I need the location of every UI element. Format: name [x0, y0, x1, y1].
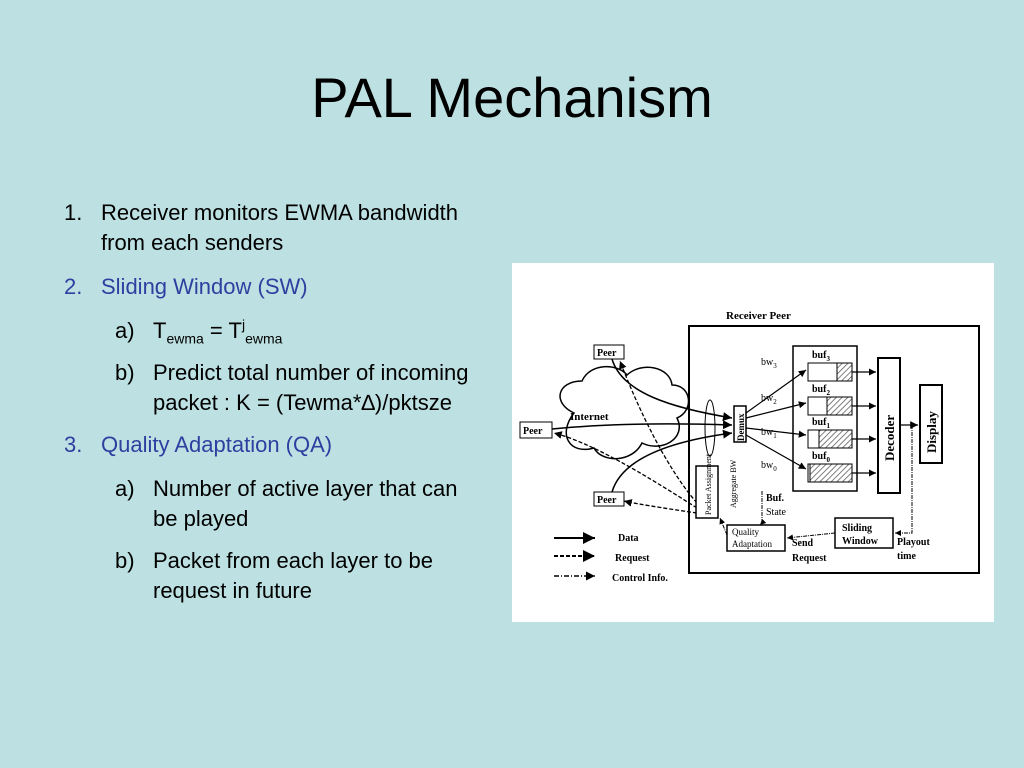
list-number: 1.: [64, 200, 83, 225]
pal-architecture-diagram: Receiver Peer Internet Peer Peer Peer De…: [512, 263, 994, 622]
playout-label-2: time: [897, 551, 916, 562]
bw-labels: bw3 bw2 bw1 bw0: [761, 357, 777, 473]
sub-letter: b): [115, 360, 135, 385]
peer-bottom-box: [593, 491, 625, 507]
display-label: Display: [924, 411, 939, 453]
list-item-1: 1. Receiver monitors EWMA bandwidth from…: [64, 198, 484, 258]
list-text: Receiver monitors EWMA bandwidth from ea…: [101, 200, 459, 255]
svg-text:bw1: bw1: [761, 427, 777, 440]
slide-title: PAL Mechanism: [311, 66, 713, 129]
svg-text:buf1: buf1: [812, 417, 830, 430]
legend: Data Request Control Info.: [554, 532, 668, 584]
quality-adaptation-label-1: Quality: [732, 527, 759, 537]
svg-text:bw0: bw0: [761, 460, 777, 473]
peer-left-box: [519, 421, 553, 439]
receiver-peer-label: Receiver Peer: [726, 310, 791, 322]
internet-cloud: [559, 366, 690, 460]
quality-adaptation-box: [726, 524, 786, 552]
packet-assignment-box: [695, 465, 719, 519]
buffers: buf3 buf2 buf1 buf0: [807, 350, 853, 483]
svg-text:buf3: buf3: [812, 350, 830, 363]
svg-text:bw3: bw3: [761, 357, 777, 370]
sub-item-qa-a: a) Number of active layer that can be pl…: [64, 474, 484, 534]
buf-state-label-1: Buf.: [766, 493, 785, 504]
peer-bottom-label: Peer: [597, 495, 617, 506]
sliding-window-label-1: Sliding: [842, 523, 872, 534]
legend-control-label: Control Info.: [612, 573, 668, 584]
peer-top-box: [593, 344, 625, 360]
peer-top-label: Peer: [597, 348, 617, 359]
list-number: 2.: [64, 274, 83, 299]
sub-text: Predict total number of incoming packet …: [153, 360, 469, 415]
demux-label: Demux: [736, 413, 746, 441]
demux-box: [733, 405, 747, 443]
peer-left-label: Peer: [523, 426, 543, 437]
internet-label: Internet: [570, 411, 609, 423]
packet-assignment-label: Packet Assignment: [704, 453, 713, 515]
list-text: Sliding Window (SW): [101, 274, 308, 299]
bw-arrows: [745, 369, 807, 470]
display-box: [919, 384, 943, 464]
legend-data-label: Data: [618, 533, 639, 544]
sub-letter: b): [115, 548, 135, 573]
sub-text: Packet from each layer to be request in …: [153, 548, 434, 603]
buffer-to-decoder-arrows: [852, 368, 876, 477]
decoder-label: Decoder: [882, 415, 897, 461]
sub-item-sw-a: a) Tewma = Tjewma: [64, 316, 484, 346]
data-flows: [551, 358, 733, 493]
list-item-3: 3. Quality Adaptation (QA): [64, 430, 484, 460]
send-request-label-1: Send: [792, 538, 814, 549]
list-number: 3.: [64, 432, 83, 457]
svg-text:buf2: buf2: [812, 384, 830, 397]
receiver-peer-box: [688, 325, 980, 574]
request-flows: [553, 360, 698, 514]
legend-request-label: Request: [615, 553, 650, 564]
sub-text: Number of active layer that can be playe…: [153, 476, 458, 531]
sub-letter: a): [115, 318, 135, 343]
playout-label-1: Playout: [897, 537, 930, 548]
list-item-2: 2. Sliding Window (SW): [64, 272, 484, 302]
buffer-group: [792, 345, 858, 492]
sliding-window-box: [834, 517, 894, 549]
sub-letter: a): [115, 476, 135, 501]
aggregate-bw-label: Aggregate BW: [729, 459, 738, 508]
sliding-window-label-2: Window: [842, 536, 879, 547]
slide-body: 1. Receiver monitors EWMA bandwidth from…: [64, 198, 484, 618]
buf-state-label-2: State: [766, 507, 787, 518]
list-text: Quality Adaptation (QA): [101, 432, 333, 457]
quality-adaptation-label-2: Adaptation: [732, 539, 772, 549]
aggregate-ellipse: [704, 399, 716, 457]
sub-item-qa-b: b) Packet from each layer to be request …: [64, 546, 484, 606]
send-request-label-2: Request: [792, 553, 827, 564]
svg-text:buf0: buf0: [812, 451, 830, 464]
sub-item-sw-b: b) Predict total number of incoming pack…: [64, 358, 484, 418]
svg-text:bw2: bw2: [761, 393, 777, 406]
formula: Tewma = Tjewma: [153, 316, 283, 347]
